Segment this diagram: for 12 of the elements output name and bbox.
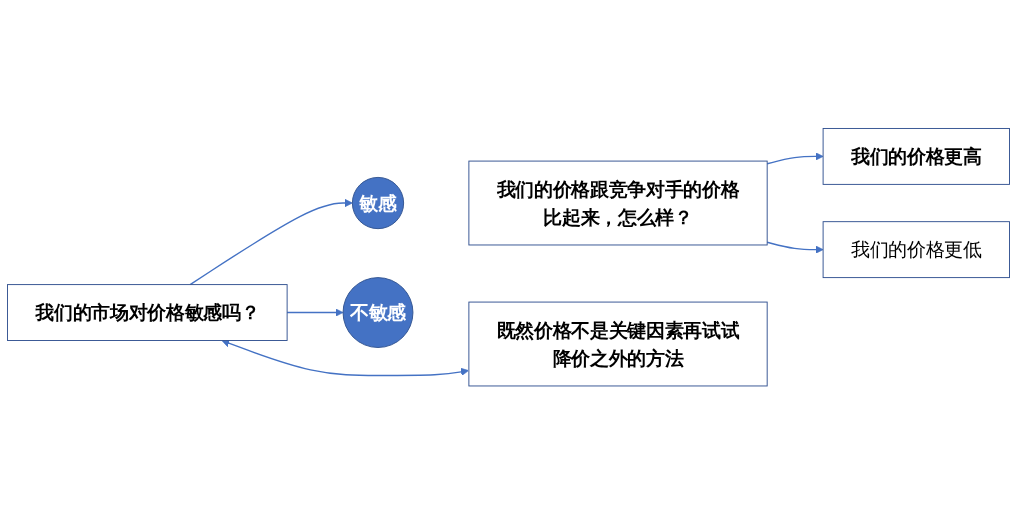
arrow [766, 152, 824, 165]
node-circle: 敏感 [351, 177, 405, 230]
node-circle: 不敏感 [342, 277, 414, 349]
node-box: 既然价格不是关键因素再试试降价之外的方法 [468, 301, 768, 387]
arrow [221, 339, 469, 377]
node-box: 我们的市场对价格敏感吗？ [7, 284, 288, 342]
arrow [766, 241, 824, 254]
node-box: 我们的价格更低 [822, 221, 1010, 279]
node-box: 我们的价格更高 [822, 128, 1010, 186]
arrow [286, 308, 344, 317]
node-box: 我们的价格跟竞争对手的价格比起来，怎么样？ [468, 160, 768, 246]
arrow [189, 199, 353, 286]
